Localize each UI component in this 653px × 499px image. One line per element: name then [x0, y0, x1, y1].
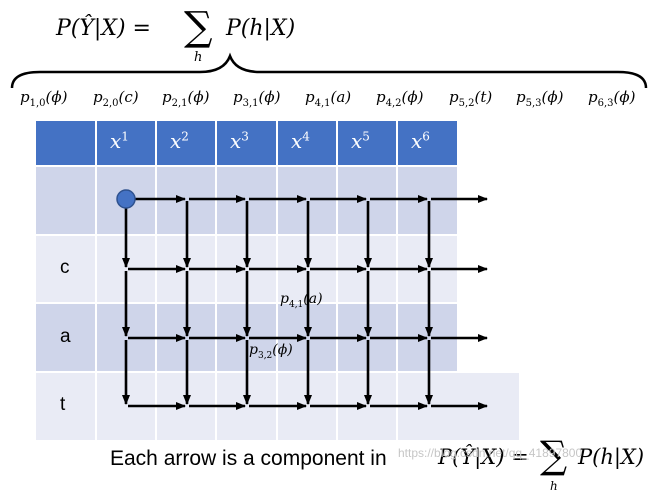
caption: Each arrow is a component in P(Ŷ|X) = ∑ …	[110, 433, 650, 499]
caption-sum-index: h	[550, 479, 558, 493]
watermark: https://blog.csdn.net/qq_41897800	[398, 446, 583, 460]
column-header: x3	[230, 129, 249, 153]
column-header: x1	[110, 129, 129, 153]
grid-arrows	[116, 189, 488, 410]
path-label: p2,0(c)	[93, 88, 139, 109]
row-label: t	[60, 394, 66, 415]
column-header: x6	[411, 129, 430, 153]
formula-lhs: P(Ŷ|X) =	[56, 16, 151, 41]
path-label: p6,3(ϕ)	[588, 88, 636, 109]
path-label: p5,3(ϕ)	[516, 88, 564, 109]
start-node	[116, 189, 136, 209]
inline-path-label: p3,2(ϕ)	[249, 342, 293, 361]
caption-text: Each arrow is a component in	[110, 447, 387, 470]
column-header: x4	[291, 129, 310, 153]
curly-brace	[10, 52, 648, 89]
sum-symbol: ∑	[184, 4, 213, 50]
column-header: x2	[170, 129, 189, 153]
caption-formula-rhs: P(h|X)	[578, 445, 645, 469]
path-label: p5,2(t)	[449, 88, 493, 109]
path-label: p4,1(a)	[305, 88, 352, 109]
path-label: p3,1(ϕ)	[233, 88, 281, 109]
grid-background	[36, 121, 519, 440]
row-label: c	[60, 257, 70, 278]
column-header: x5	[351, 129, 370, 153]
formula-rhs: P(h|X)	[226, 16, 296, 41]
inline-path-label: p4,1(a)	[280, 291, 323, 310]
caption-formula-lhs: P(Ŷ|X) =	[438, 445, 529, 469]
row-label: a	[60, 326, 71, 347]
caption-sum-symbol: ∑	[540, 433, 568, 477]
header-row	[36, 121, 458, 166]
path-label: p4,2(ϕ)	[376, 88, 424, 109]
top-formula: P(Ŷ|X) = ∑ h P(h|X)	[56, 4, 295, 68]
path-label: p1,0(ϕ)	[20, 88, 68, 109]
path-label: p2,1(ϕ)	[162, 88, 210, 109]
sum-index: h	[194, 50, 203, 65]
